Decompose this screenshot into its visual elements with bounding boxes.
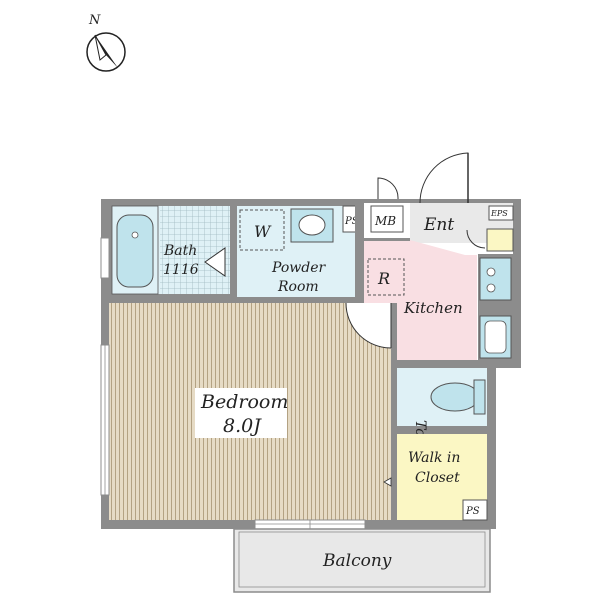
bath-label: Bath	[163, 243, 197, 259]
balcony-label: Balcony	[322, 551, 392, 571]
refrigerator-space	[367, 258, 405, 296]
powder-label-line1: Powder	[271, 260, 327, 276]
powder-label-line2: Room	[277, 279, 319, 295]
bath-room: Bath 1116	[109, 203, 233, 297]
compass: N	[86, 13, 126, 72]
ps-top-label: PS	[344, 216, 359, 227]
bathtub	[116, 214, 154, 288]
entrance-label: Ent	[423, 215, 454, 235]
bath-size-label: 1116	[163, 262, 199, 278]
eps-label: EPS	[490, 209, 508, 218]
kitchen: R Kitchen	[364, 238, 513, 362]
entrance: Ent EPS	[410, 152, 514, 252]
closet-label-line1: Walk in	[408, 450, 460, 466]
bedroom-label: Bedroom	[200, 391, 288, 413]
shoe-cabinet	[486, 228, 514, 252]
washer-space	[239, 209, 285, 251]
mb-label: MB	[374, 214, 396, 228]
inner-walls	[109, 200, 487, 523]
toilet-room: Toilet	[397, 368, 487, 460]
closet-label-line2: Closet	[415, 470, 460, 486]
refrigerator-label: R	[377, 269, 390, 288]
bedroom: Bedroom 8.0J	[100, 237, 392, 530]
compass-north-label: N	[88, 13, 101, 28]
ps-bottom-label: PS	[465, 506, 480, 517]
kitchen-label: Kitchen	[403, 299, 463, 317]
balcony: Balcony	[233, 528, 491, 593]
walk-in-closet: Walk in Closet PS	[383, 434, 488, 521]
stove	[479, 257, 512, 301]
powder-room: W Powder Room	[233, 203, 358, 300]
toilet-bowl	[430, 382, 480, 412]
washer-label: W	[254, 222, 272, 241]
meter-box: MB	[370, 177, 404, 233]
bedroom-size-label: 8.0J	[223, 415, 262, 437]
